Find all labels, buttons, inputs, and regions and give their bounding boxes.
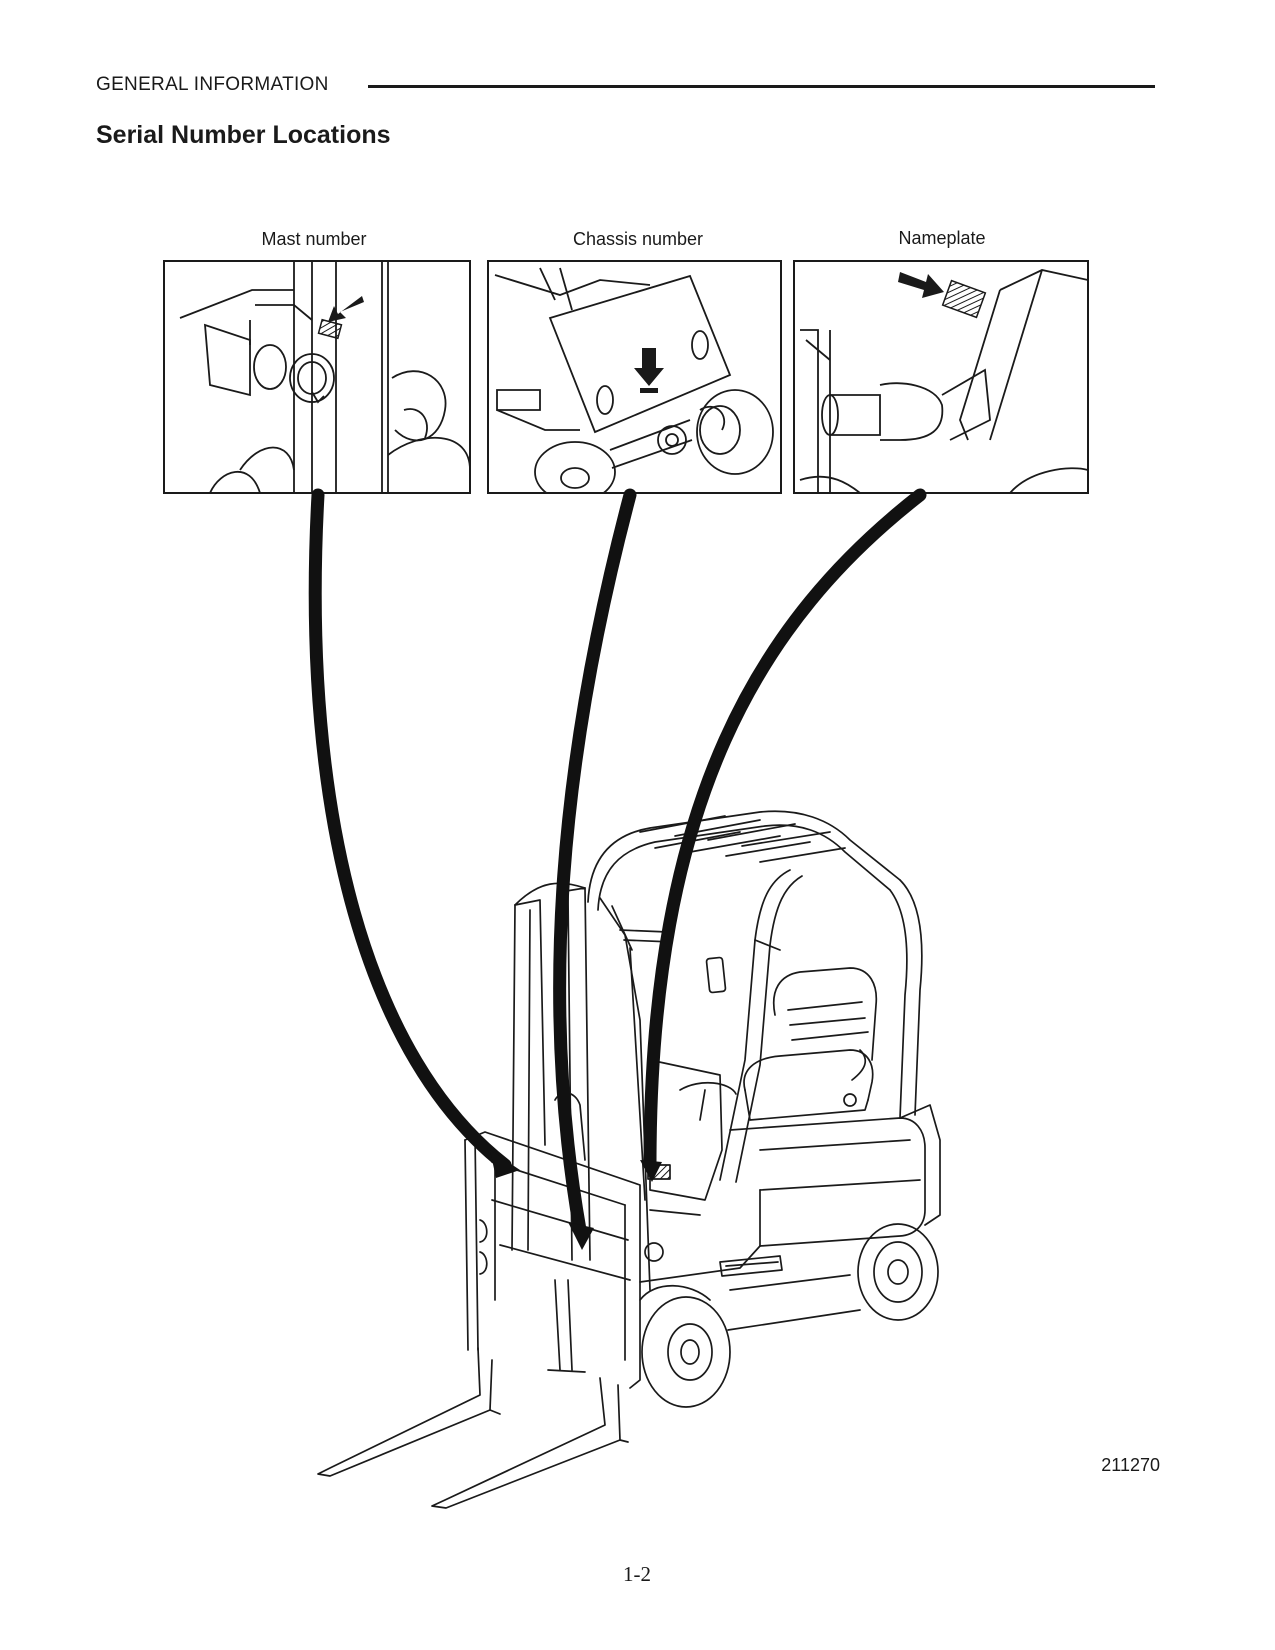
header-rule xyxy=(368,85,1155,88)
leader-lines xyxy=(308,488,927,1237)
arrowhead-icon xyxy=(568,1222,594,1250)
arrow-icon xyxy=(898,272,944,298)
forklift-illustration xyxy=(317,810,941,1509)
chassis-number-caption: Chassis number xyxy=(572,229,704,249)
chassis-detail-illustration xyxy=(494,267,774,493)
nameplate-detail-illustration xyxy=(799,269,1088,493)
arrow-icon xyxy=(328,296,364,322)
figure-number: 211270 xyxy=(1101,1455,1160,1475)
mast-detail-illustration xyxy=(179,261,470,493)
chassis-detail-panel xyxy=(487,260,782,494)
arrowhead-icon xyxy=(640,1160,662,1182)
mast-detail-panel xyxy=(163,260,471,494)
nameplate-detail-panel xyxy=(793,260,1089,494)
page-title: Serial Number Locations xyxy=(96,121,391,149)
mast-number-caption: Mast number xyxy=(261,229,367,249)
page-number: 1-2 xyxy=(623,1562,651,1586)
section-header: GENERAL INFORMATION xyxy=(96,74,329,95)
arrow-icon xyxy=(634,348,664,386)
arrowhead-icon xyxy=(490,1150,520,1178)
nameplate-caption: Nameplate xyxy=(898,228,986,248)
